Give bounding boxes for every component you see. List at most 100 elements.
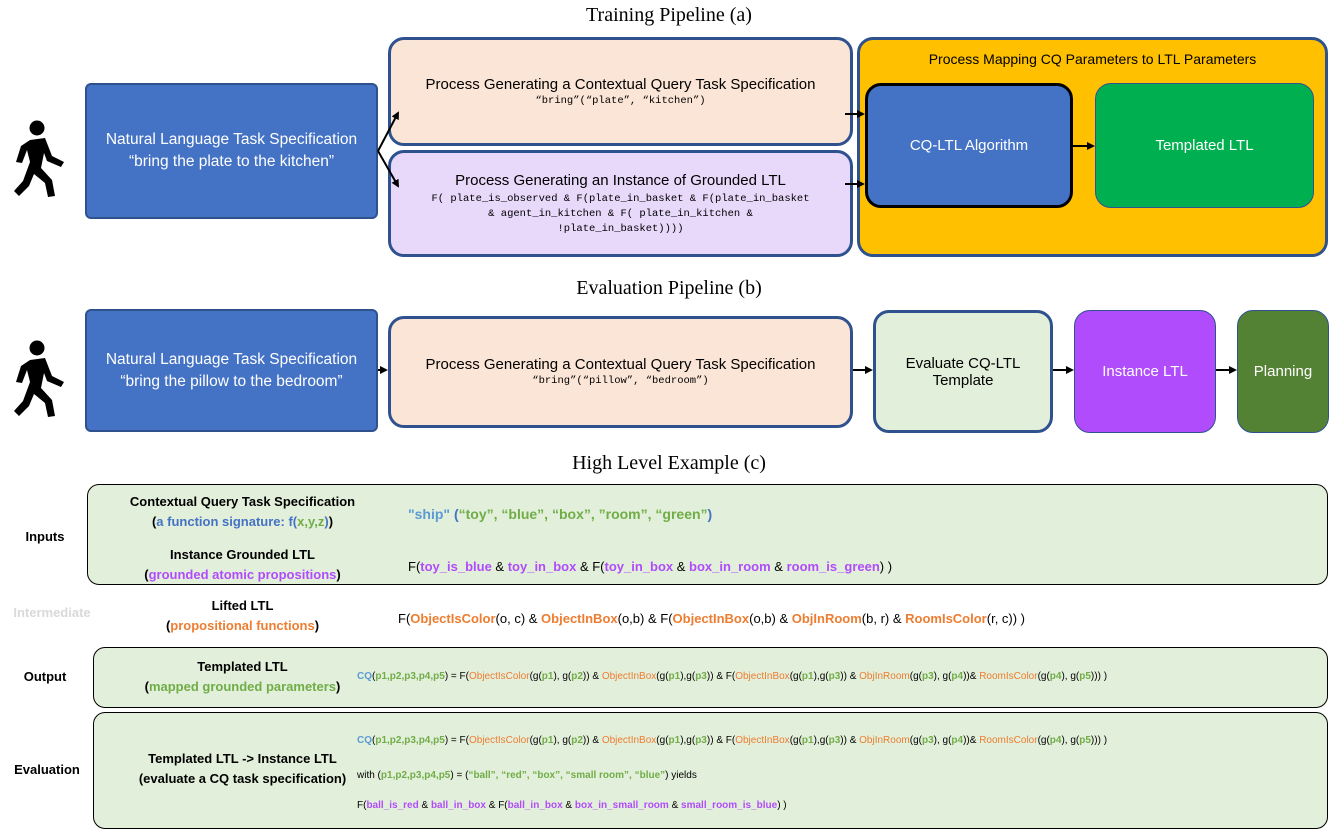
op: ) = F( — [444, 671, 469, 682]
function: ObjectIsColor — [468, 735, 530, 746]
lifted-ltl-heading: Lifted LTL (propositional functions) — [100, 596, 385, 636]
op: ), g( — [1061, 671, 1080, 682]
inputs-panel — [87, 484, 1328, 585]
cq-spec-heading-subtitle: (a function signature: f(x,y,z)) — [100, 512, 385, 532]
row-label-output: Output — [23, 669, 67, 684]
cq-spec-heading: Contextual Query Task Specification (a f… — [100, 492, 385, 532]
evaluation-pipeline-title: Evaluation Pipeline (b) — [576, 277, 762, 299]
lifted-ltl-heading-subtitle: (propositional functions) — [100, 616, 385, 636]
op: ), g( — [553, 735, 572, 746]
op: ), g( — [933, 671, 952, 682]
op: (g( — [529, 735, 542, 746]
training-cq-process-code: “bring”(“plate”, “kitchen”) — [535, 94, 706, 107]
op: & — [562, 800, 575, 811]
walking-person-icon — [14, 120, 64, 197]
op: ) ) — [879, 559, 893, 574]
cq-ltl-algorithm-box: CQ-LTL Algorithm — [865, 83, 1073, 208]
output-panel — [93, 647, 1328, 708]
param: p4 — [951, 671, 964, 682]
function: ObjectInBox — [735, 671, 790, 682]
param: p1 — [801, 735, 814, 746]
param: p3 — [921, 735, 934, 746]
planning-box: Planning — [1237, 310, 1329, 433]
op: ),g( — [813, 735, 829, 746]
proposition: box_in_small_room — [574, 800, 669, 811]
planning-label: Planning — [1253, 363, 1313, 380]
templated-ltl-box: Templated LTL — [1095, 83, 1314, 208]
op: ( — [372, 671, 376, 682]
params: p1,p2,p3,p4,p5 — [380, 770, 451, 781]
paren: ) — [336, 679, 341, 694]
op: ),g( — [813, 671, 829, 682]
proposition: ball_in_box — [430, 800, 486, 811]
templated-ltl-subtitle-text: mapped grounded parameters — [148, 679, 337, 694]
templated-ltl-heading-title: Templated LTL — [197, 659, 288, 674]
param: p3 — [921, 671, 934, 682]
cq-label: CQ — [357, 671, 372, 682]
paren: ) — [328, 514, 334, 529]
params: p1,p2,p3,p4,p5 — [375, 671, 445, 682]
training-grounded-ltl-code-line: !plate_in_basket)))) — [557, 222, 684, 235]
evaluation-cq-process-title: Process Generating a Contextual Query Ta… — [425, 356, 816, 373]
row-label-inputs: Inputs — [25, 529, 65, 544]
param: p3 — [828, 671, 841, 682]
evaluate-cq-ltl-template-box: Evaluate CQ-LTL Template — [873, 310, 1053, 433]
grounded-ltl-subtitle-text: grounded atomic propositions — [148, 567, 337, 582]
param: p3 — [695, 671, 707, 682]
training-nl-task-spec: Natural Language Task Specification “bri… — [85, 83, 378, 219]
op: )) & — [582, 671, 602, 682]
op: (b, r) & — [861, 611, 906, 626]
op: ( — [372, 735, 376, 746]
evaluation-panel — [93, 712, 1328, 829]
op: F( — [357, 800, 367, 811]
cq-spec-formula: "ship" (“toy”, “blue”, “box”, ”room”, “g… — [408, 506, 712, 522]
training-cq-process-title: Process Generating a Contextual Query Ta… — [425, 75, 816, 93]
function: ObjectInBox — [541, 611, 618, 626]
param: p4 — [951, 735, 964, 746]
op: ), g( — [1061, 735, 1080, 746]
op: F( — [408, 559, 421, 574]
op: ))) ) — [1090, 735, 1108, 746]
evaluation-heading: Templated LTL -> Instance LTL (evaluate … — [100, 749, 385, 789]
training-nl-task-spec-example: “bring the plate to the kitchen” — [128, 153, 335, 170]
op: ),g( — [680, 735, 696, 746]
op: )) & — [840, 671, 860, 682]
op: (o,b) & F( — [617, 611, 673, 626]
param: p1 — [668, 735, 681, 746]
op: (g( — [529, 671, 542, 682]
evaluate-cq-ltl-label: Template — [932, 371, 994, 389]
op: ) = ( — [450, 770, 469, 781]
proposition: room_is_green — [786, 559, 880, 574]
cq-spec-subtitle-text: a function signature: — [156, 514, 289, 529]
function: RoomIsColor — [979, 671, 1038, 682]
row-label-intermediate: Intermediate — [13, 605, 91, 620]
op: & F( — [485, 800, 508, 811]
param: p3 — [828, 735, 841, 746]
op: (g( — [789, 735, 802, 746]
op: (o, c) & — [495, 611, 542, 626]
templated-ltl-label: Templated LTL — [1155, 137, 1254, 154]
function: ObjInRoom — [859, 735, 910, 746]
values: “ball”, “red”, “box”, “small room”, “blu… — [468, 770, 666, 781]
function: ObjectInBox — [735, 735, 790, 746]
evaluation-nl-task-spec-label: Natural Language Task Specification — [105, 350, 358, 368]
op: )) & F( — [706, 671, 736, 682]
instance-ltl-label: Instance LTL — [1102, 363, 1188, 380]
function: ObjInRoom — [859, 671, 910, 682]
proposition: toy_in_box — [507, 559, 577, 574]
proposition: box_in_room — [689, 559, 771, 574]
function: ObjInRoom — [791, 611, 862, 626]
row-label-evaluation: Evaluation — [14, 762, 80, 777]
param: p1 — [801, 671, 814, 682]
param: p1 — [541, 671, 554, 682]
training-nl-task-spec-label: Natural Language Task Specification — [105, 131, 358, 148]
op: ) yields — [665, 770, 697, 781]
paren: ) — [707, 506, 713, 522]
training-grounded-ltl-code-line: & agent_in_kitchen & F( plate_in_kitchen… — [488, 207, 753, 220]
op: )) & — [582, 735, 602, 746]
op: ))& — [963, 735, 980, 746]
op: ) ) — [777, 800, 787, 811]
grounded-ltl-heading-subtitle: (grounded atomic propositions) — [100, 565, 385, 585]
high-level-example-title: High Level Example (c) — [572, 452, 766, 474]
param: p5 — [1079, 671, 1091, 682]
